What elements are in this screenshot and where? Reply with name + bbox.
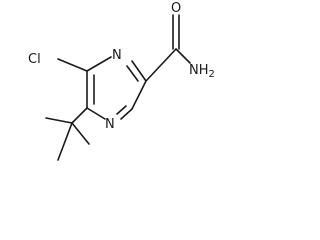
chemical-structure: Cl N N O NH2	[28, 1, 215, 161]
bond-c5-quaternary-carbon	[71, 107, 88, 124]
bond-ring-c3-n4-double-outer	[120, 108, 133, 120]
bond-ring-n4-c5	[86, 107, 106, 120]
bond-tbutyl-methyl-left	[45, 117, 73, 124]
bond-tbutyl-methyl-right	[71, 122, 90, 145]
bond-ring-c3-n4-double-inner	[116, 105, 127, 115]
bond-c2-carbonyl-carbon	[145, 48, 177, 82]
bond-ring-n1-c2-double-outer	[131, 60, 147, 82]
carbonyl-oxygen-label: O	[171, 1, 181, 16]
bond-c6-cl	[57, 58, 88, 72]
bond-tbutyl-methyl-bottom	[57, 122, 73, 161]
bond-ring-c2-c3	[131, 80, 147, 110]
ring-nitrogen-top-label: N	[112, 48, 122, 63]
amide-nitrogen-symbol: NH	[189, 63, 209, 78]
bond-ring-n1-c2-double-inner	[126, 65, 139, 82]
bond-ring-c6-n1	[86, 56, 112, 72]
chlorine-atom-label: Cl	[28, 52, 41, 67]
bond-carbonyl-carbon-amide-n	[175, 48, 191, 64]
amide-nitrogen-label: NH2	[189, 63, 215, 80]
amide-nitrogen-subscript: 2	[209, 69, 215, 80]
ring-nitrogen-bottom-label: N	[105, 117, 115, 132]
